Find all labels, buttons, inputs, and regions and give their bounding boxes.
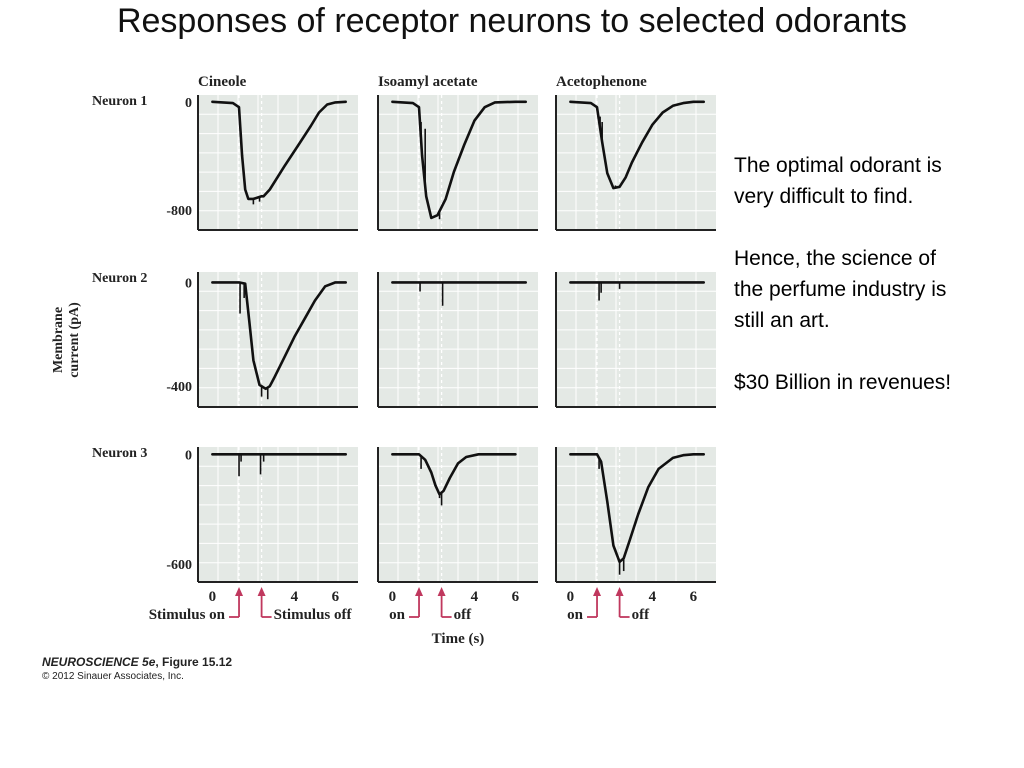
arrow-head: [593, 587, 602, 596]
arrow-head: [235, 587, 244, 596]
stimulus-off-arrow: [615, 587, 630, 618]
column-title-3: Acetophenone: [556, 74, 647, 90]
side-text-paragraph-3: $30 Billion in revenues!: [734, 371, 952, 394]
panel-1-2: [377, 95, 538, 231]
x-tick-label: 4: [471, 589, 479, 605]
slide-title: Responses of receptor neurons to selecte…: [116, 2, 908, 40]
arrow-head: [415, 587, 424, 596]
stimulus-on-label: on: [567, 607, 584, 623]
row-label-1: Neuron 1: [92, 94, 147, 109]
panel-3-3: [555, 447, 716, 583]
x-tick-label: 0: [209, 589, 217, 605]
y-tick-label: 0: [185, 276, 192, 291]
stimulus-off-arrow: [437, 587, 452, 618]
side-text-paragraph-2: Hence, the science of the perfume indust…: [734, 247, 947, 332]
x-axis-label: Time (s): [432, 631, 485, 647]
arrow-head: [615, 587, 624, 596]
panel-1-3: [555, 95, 716, 231]
row-label-2: Neuron 2: [92, 271, 147, 286]
column-title-2: Isoamyl acetate: [378, 74, 478, 90]
panel-2-3: [555, 272, 716, 408]
y-tick-label: -400: [166, 380, 192, 395]
x-tick-label: 6: [332, 589, 340, 605]
book-title: NEUROSCIENCE 5e: [42, 655, 156, 669]
x-tick-label: 0: [567, 589, 575, 605]
odorant-response-figure: Cineole Isoamyl acetate AcetophenoneNeuron…: [51, 74, 716, 647]
y-axis-label-line: current (pA): [67, 302, 82, 378]
y-tick-label: 0: [185, 448, 192, 463]
panel-2-1: [197, 272, 358, 408]
series-line: [391, 452, 517, 496]
stimulus-off-label: off: [632, 607, 650, 623]
column-title-1: Cineole: [198, 74, 247, 90]
panel-3-1: [197, 447, 358, 583]
y-tick-label: -600: [166, 558, 192, 573]
panel-3-2: [377, 447, 538, 583]
x-tick-label: 6: [690, 589, 698, 605]
y-axis-label: Membranecurrent (pA): [51, 302, 82, 378]
stimulus-off-label: Stimulus off: [274, 607, 353, 623]
side-text: The optimal odorant is very difficult to…: [734, 150, 964, 429]
side-text-paragraph-1: The optimal odorant is very difficult to…: [734, 154, 942, 208]
stimulus-on-arrow: [409, 587, 424, 618]
series-line: [211, 281, 348, 391]
stimulus-on-arrow: [587, 587, 602, 618]
stimulus-off-label: off: [454, 607, 472, 623]
y-axis-label-line: Membrane: [51, 307, 66, 373]
x-tick-label: 4: [649, 589, 657, 605]
series-line: [569, 452, 706, 564]
y-tick-label: 0: [185, 96, 192, 111]
figure-reference: NEUROSCIENCE 5e, Figure 15.12: [42, 655, 232, 669]
stimulus-on-label: Stimulus on: [149, 607, 226, 623]
stimulus-off-arrow: [257, 587, 272, 618]
stimulus-on-arrow: [229, 587, 244, 618]
x-tick-label: 6: [512, 589, 520, 605]
row-label-3: Neuron 3: [92, 446, 147, 461]
copyright-text: © 2012 Sinauer Associates, Inc.: [42, 671, 184, 682]
figure-credit: NEUROSCIENCE 5e, Figure 15.12 © 2012 Sin…: [42, 655, 232, 682]
arrow-head: [257, 587, 266, 596]
series-line: [391, 100, 528, 220]
panel-1-1: [197, 95, 358, 231]
panel-2-2: [377, 272, 538, 408]
series-line: [211, 100, 348, 201]
figure-number: , Figure 15.12: [155, 655, 233, 669]
x-tick-label: 0: [389, 589, 397, 605]
arrow-head: [437, 587, 446, 596]
stimulus-on-label: on: [389, 607, 406, 623]
y-tick-label: -800: [166, 204, 192, 219]
x-tick-label: 4: [291, 589, 299, 605]
